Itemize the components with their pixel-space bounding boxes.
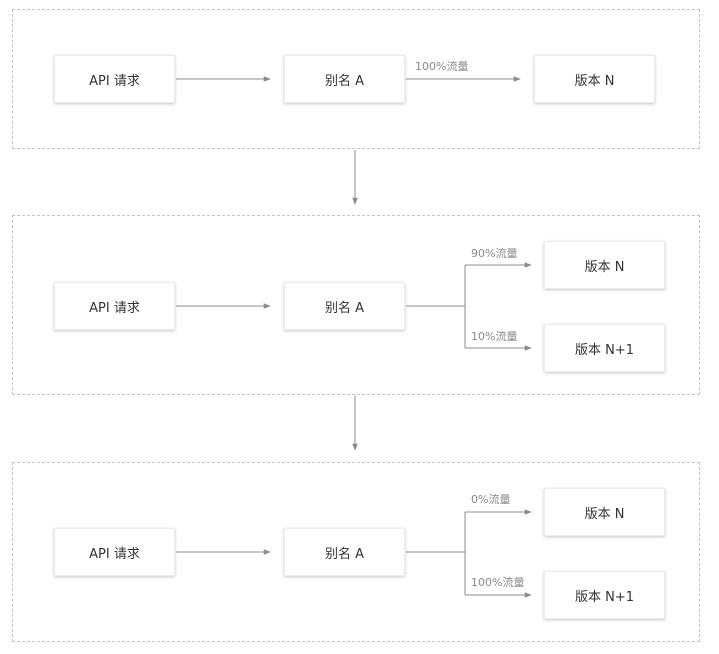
- stage-3-traffic-label-version-n1: 100%流量: [471, 576, 525, 589]
- stage-3-version-n1-box: 版本 N+1: [544, 571, 665, 619]
- stage-3-api-request-box: API 请求: [54, 528, 175, 576]
- stage-2-alias-box: 别名 A: [284, 282, 405, 330]
- stage-1-panel: [12, 9, 700, 149]
- stage-1-version-n-box: 版本 N: [534, 55, 655, 103]
- stage-3-panel: [12, 462, 700, 642]
- stage-2-panel: [12, 215, 700, 395]
- stage-2-version-n-box: 版本 N: [544, 241, 665, 289]
- stage-2-api-request-box: API 请求: [54, 282, 175, 330]
- stage-1-traffic-label-version-n: 100%流量: [415, 60, 469, 73]
- stage-3-version-n-box: 版本 N: [544, 488, 665, 536]
- stage-2-traffic-label-version-n1: 10%流量: [471, 330, 518, 343]
- stage-1-api-request-box: API 请求: [54, 55, 175, 103]
- stage-2-version-n1-box: 版本 N+1: [544, 324, 665, 372]
- stage-3-traffic-label-version-n: 0%流量: [471, 493, 511, 506]
- stage-3-alias-box: 别名 A: [284, 528, 405, 576]
- stage-1-alias-box: 别名 A: [284, 55, 405, 103]
- stage-2-traffic-label-version-n: 90%流量: [471, 247, 518, 260]
